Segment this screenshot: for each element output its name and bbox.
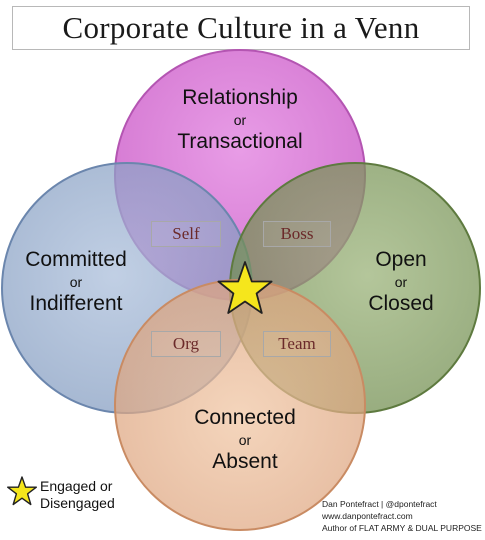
legend: Engaged or Disengaged [4,472,134,516]
star-icon [7,476,37,506]
legend-text: Engaged or Disengaged [40,478,115,512]
center-star-icon [217,261,273,314]
circle-bottom-line2: Absent [212,450,278,473]
circle-bottom [114,279,366,531]
circle-bottom-line1: Connected [194,406,296,429]
credits-line1: Dan Pontefract | @dpontefract [322,499,437,509]
credits-line2: www.danpontefract.com [322,511,413,521]
credits: Dan Pontefract | @dpontefract www.danpon… [322,498,482,534]
circle-bottom-or: or [238,432,252,448]
circle-right-line1: Open [375,248,427,271]
legend-line1: Engaged or [40,478,113,494]
circle-left-line1: Committed [25,248,127,271]
circle-top-label: Relationship or Transactional [150,86,330,154]
circle-right-label: Open or Closed [346,248,456,316]
circle-right-line2: Closed [368,292,434,315]
page-title: Corporate Culture in a Venn [62,10,420,45]
circle-top-line1: Relationship [182,86,298,109]
circle-left-label: Committed or Indifferent [12,248,140,316]
circle-left-line2: Indifferent [29,292,123,315]
circle-bottom-label: Connected or Absent [160,406,330,474]
circle-top-or: or [233,112,247,128]
region-label-self: Self [151,221,221,247]
credits-line3: Author of FLAT ARMY & DUAL PURPOSE [322,523,482,533]
circle-right-or: or [394,274,408,290]
circle-left-or: or [69,274,83,290]
legend-line2: Disengaged [40,495,115,511]
region-label-org: Org [151,331,221,357]
title-box: Corporate Culture in a Venn [12,6,470,50]
region-label-team: Team [263,331,331,357]
circle-top-line2: Transactional [177,130,303,153]
region-label-boss: Boss [263,221,331,247]
